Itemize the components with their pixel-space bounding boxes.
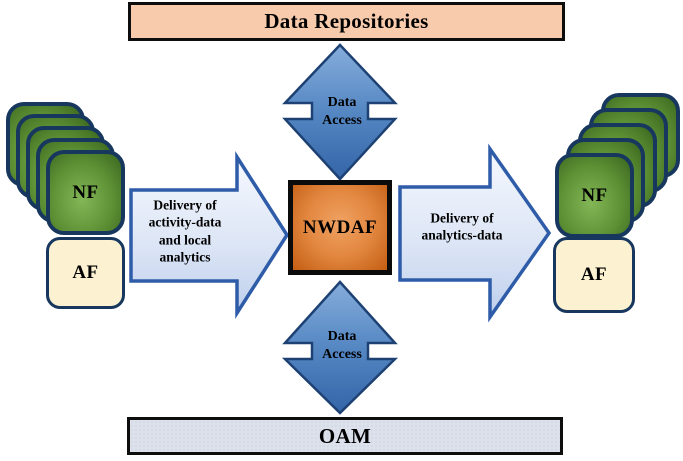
nf-left-label: NF [72,181,99,203]
data-repositories-banner: Data Repositories [128,2,565,41]
nf-right-label: NF [581,184,608,206]
nf-card-front: NF [46,150,125,235]
delivery-right-label: Delivery of analytics-data [421,210,503,243]
af-box-left: AF [46,237,125,309]
data-access-top-label: Data Access [322,95,362,128]
af-right-label: AF [580,264,608,285]
oam-label: OAM [318,423,372,448]
af-left-label: AF [72,262,99,283]
delivery-arrow-left [129,151,290,319]
data-access-arrow-top [282,43,398,181]
delivery-arrow-right [398,143,552,323]
oam-banner: OAM [127,417,563,455]
data-access-arrow-bottom [281,280,399,415]
delivery-left-label: Delivery of activity-data and local anal… [148,197,222,265]
nwdaf-label: NWDAF [302,216,378,238]
data-repositories-label: Data Repositories [264,9,429,33]
data-access-bottom-label: Data Access [322,329,362,362]
nwdaf-box: NWDAF [288,180,392,275]
af-box-right: AF [553,237,635,313]
nf-card-front: NF [555,153,634,238]
